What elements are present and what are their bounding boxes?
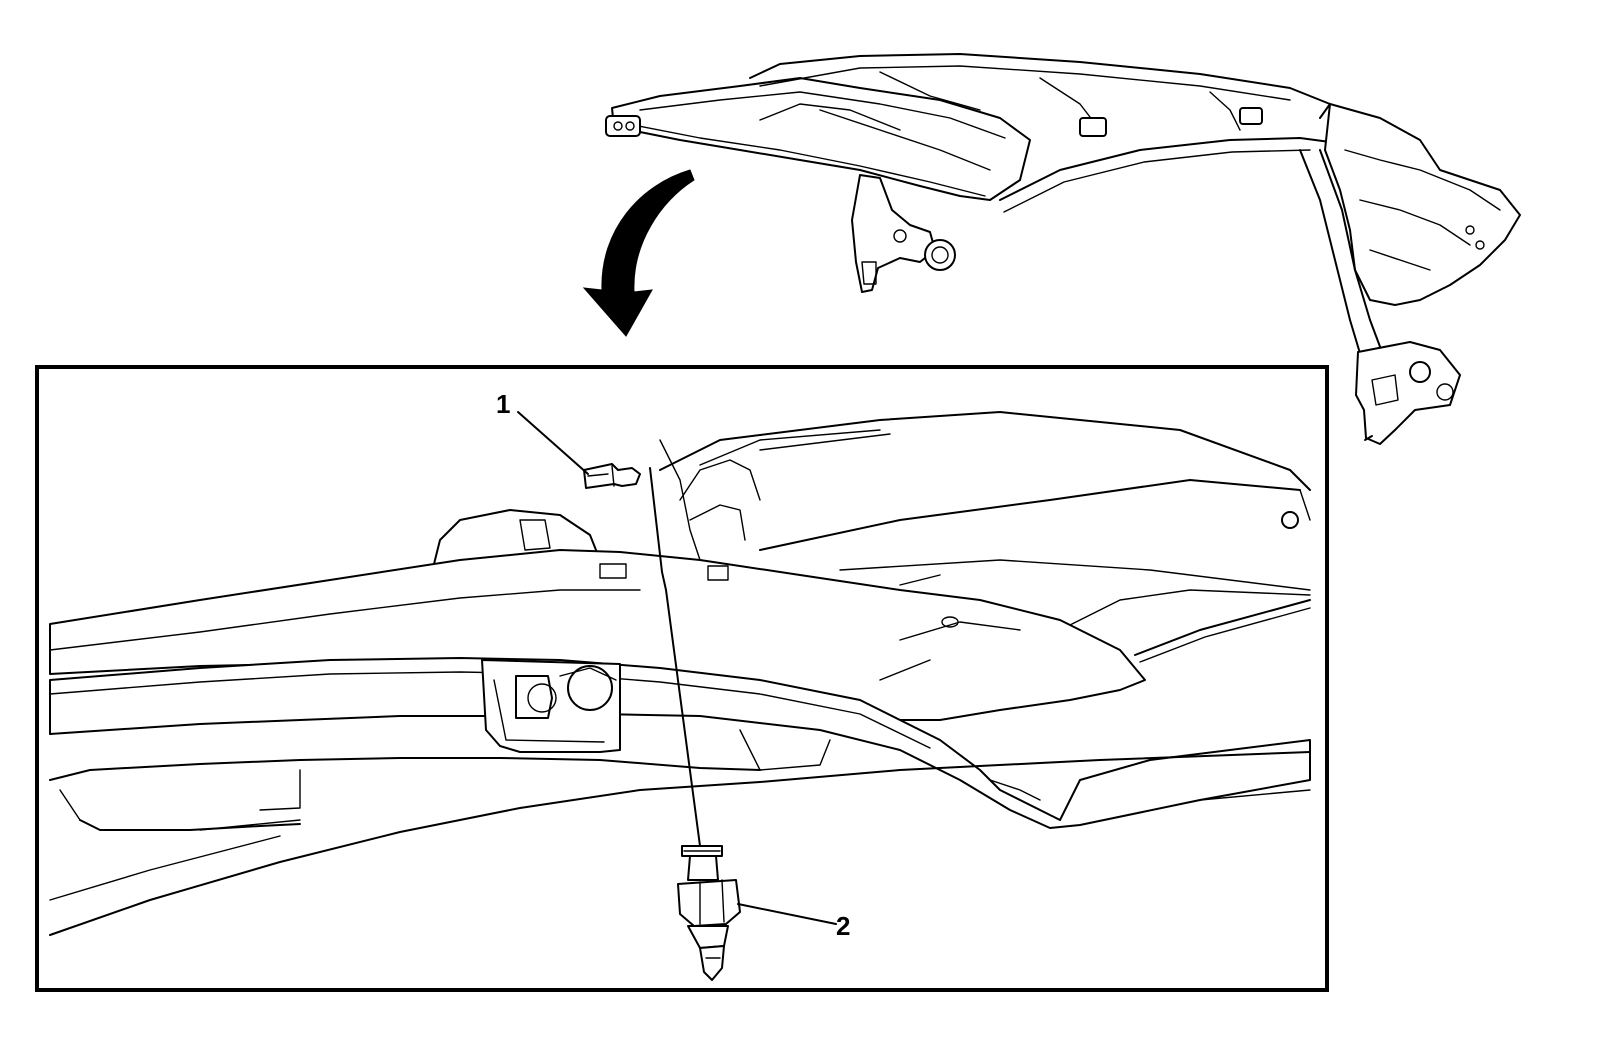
- callout-label-2: 2: [836, 911, 850, 941]
- install-guide-line: [649, 467, 701, 847]
- curved-down-arrow-icon: [582, 169, 695, 337]
- callout-leader-2: [737, 903, 837, 925]
- part-1-fastener-pin: [583, 463, 641, 489]
- part-2-push-retainer-clip: [677, 845, 741, 981]
- overview-roof-frame: [605, 53, 1521, 445]
- detail-inset: 1 2: [35, 365, 1329, 992]
- callout-label-1: 1: [496, 389, 510, 419]
- callout-leader-1: [517, 411, 589, 475]
